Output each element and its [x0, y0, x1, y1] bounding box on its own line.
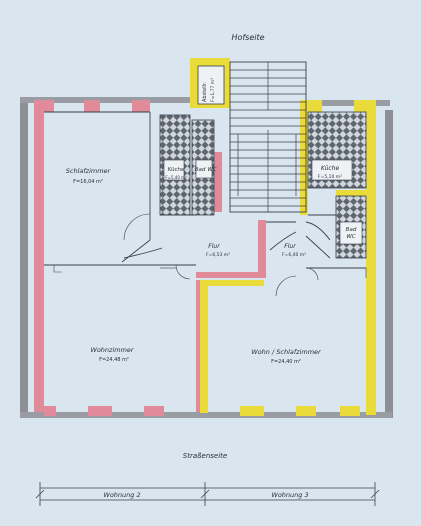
right-apartment-walls	[200, 100, 376, 416]
living-room-label: Wohnzimmer	[90, 346, 135, 354]
hall-right-area: F=6,40 m²	[282, 252, 306, 258]
living-bedroom-area: F=24,40 m²	[271, 359, 301, 365]
hall-left-label: Flur	[208, 243, 220, 250]
storage-room: Abstellr. F=1,77 m²	[190, 58, 230, 108]
kitchen-right-area: F=5,10 m²	[318, 174, 342, 180]
bedroom-area: F=16,04 m²	[73, 179, 103, 185]
top-side-label: Hofseite	[231, 33, 264, 42]
wc-right-label: WC	[346, 234, 355, 240]
doors	[53, 213, 367, 297]
room-labels: Schlafzimmer F=16,04 m² Küche F=5,40 m² …	[66, 165, 357, 365]
apartment-3-label: Wohnung 3	[271, 491, 308, 499]
storage-room-area: F=1,77 m²	[210, 78, 216, 102]
kitchen-right-label: Küche	[321, 165, 340, 172]
living-bedroom-label: Wohn / Schlafzimmer	[251, 348, 322, 356]
tiled-areas	[159, 111, 367, 259]
interior-lines	[44, 111, 366, 269]
bedroom-label: Schlafzimmer	[66, 167, 112, 175]
kitchen-left-area: F=5,40 m²	[165, 175, 187, 180]
outer-walls	[20, 97, 393, 418]
storage-room-label: Abstellr.	[202, 81, 208, 102]
hall-left-area: F=6,53 m²	[206, 252, 230, 258]
kitchen-left-label: Küche	[168, 167, 185, 173]
bath-right-label: Bad	[346, 227, 357, 233]
apartment-2-label: Wohnung 2	[103, 491, 140, 499]
staircase	[229, 61, 307, 213]
wc-left-label: WC	[207, 167, 216, 173]
bath-left-label: Bad	[195, 167, 206, 173]
apartment-dimension-bar	[35, 482, 380, 506]
hall-right-label: Flur	[284, 243, 296, 250]
bottom-side-label: Straßenseite	[183, 452, 227, 460]
living-room-area: F=24,48 m²	[99, 357, 129, 363]
